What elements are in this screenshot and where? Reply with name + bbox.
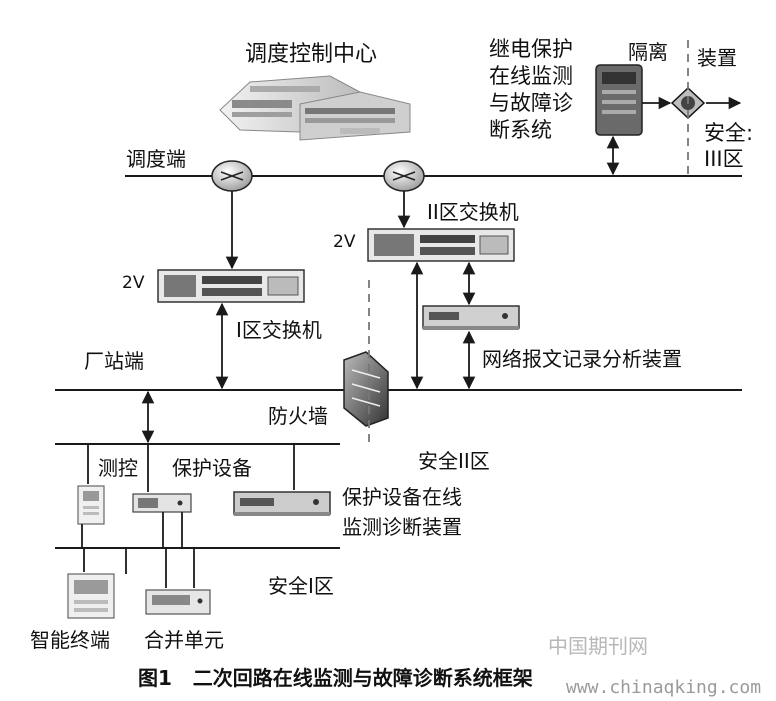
v2-left-label: 2V	[122, 273, 145, 293]
relay-protection-server	[595, 64, 643, 136]
router-right	[383, 160, 425, 192]
isolation-label: 隔离	[628, 40, 668, 64]
firewall-label: 防火墙	[268, 404, 328, 428]
measure-control-label: 测控	[98, 456, 138, 480]
zone1-switch-device	[157, 269, 305, 303]
merging-unit-label: 合并单元	[144, 628, 224, 652]
zone2-switch-device	[367, 228, 515, 262]
zone2-label: 安全II区	[418, 449, 490, 473]
station-end-label: 厂站端	[84, 349, 144, 373]
watermark-url: www.chinaqking.com	[566, 677, 762, 698]
device-label: 装置	[697, 46, 737, 70]
zone3-line-2: III区	[704, 147, 744, 171]
network-recorder-device	[422, 305, 520, 330]
relay-system-line-4: 断系统	[489, 118, 552, 142]
online-diagnosis-device	[233, 491, 331, 516]
zone3-line-1: 安全:	[704, 121, 754, 145]
online-diag-label: 保护设备在线 监测诊断装置	[342, 482, 462, 542]
recorder-label: 网络报文记录分析装置	[482, 347, 682, 371]
merging-unit-device	[145, 589, 211, 615]
zone1-switch-label: I区交换机	[236, 318, 322, 342]
smart-terminal-label: 智能终端	[30, 628, 110, 652]
v2-right-label: 2V	[333, 232, 356, 252]
online-diag-line-2: 监测诊断装置	[342, 515, 462, 539]
dispatch-end-label: 调度端	[126, 147, 186, 171]
relay-system-line-2: 在线监测	[489, 64, 573, 88]
watermark-cn: 中国期刊网	[548, 634, 648, 658]
relay-system-label: 继电保护 在线监测 与故障诊 断系统	[489, 36, 573, 144]
relay-system-line-3: 与故障诊	[489, 91, 573, 115]
online-diag-line-1: 保护设备在线	[342, 485, 462, 509]
smart-terminal-device	[67, 573, 115, 619]
relay-system-line-1: 继电保护	[489, 37, 573, 61]
zone1-label: 安全I区	[268, 574, 334, 598]
dispatch-center-building	[219, 75, 411, 141]
zone-separators	[368, 40, 689, 448]
firewall-device	[343, 351, 389, 427]
zone2-switch-label: II区交换机	[427, 200, 519, 224]
figure-caption: 图1 二次回路在线监测与故障诊断系统框架	[138, 666, 533, 690]
protection-device	[132, 493, 192, 513]
zone3-label: 安全: III区	[704, 120, 753, 172]
router-left	[211, 160, 253, 192]
dispatch-center-label: 调度控制中心	[245, 42, 378, 67]
connections	[81, 96, 742, 588]
protection-device-label: 保护设备	[172, 456, 252, 480]
measure-control-device	[77, 485, 105, 525]
